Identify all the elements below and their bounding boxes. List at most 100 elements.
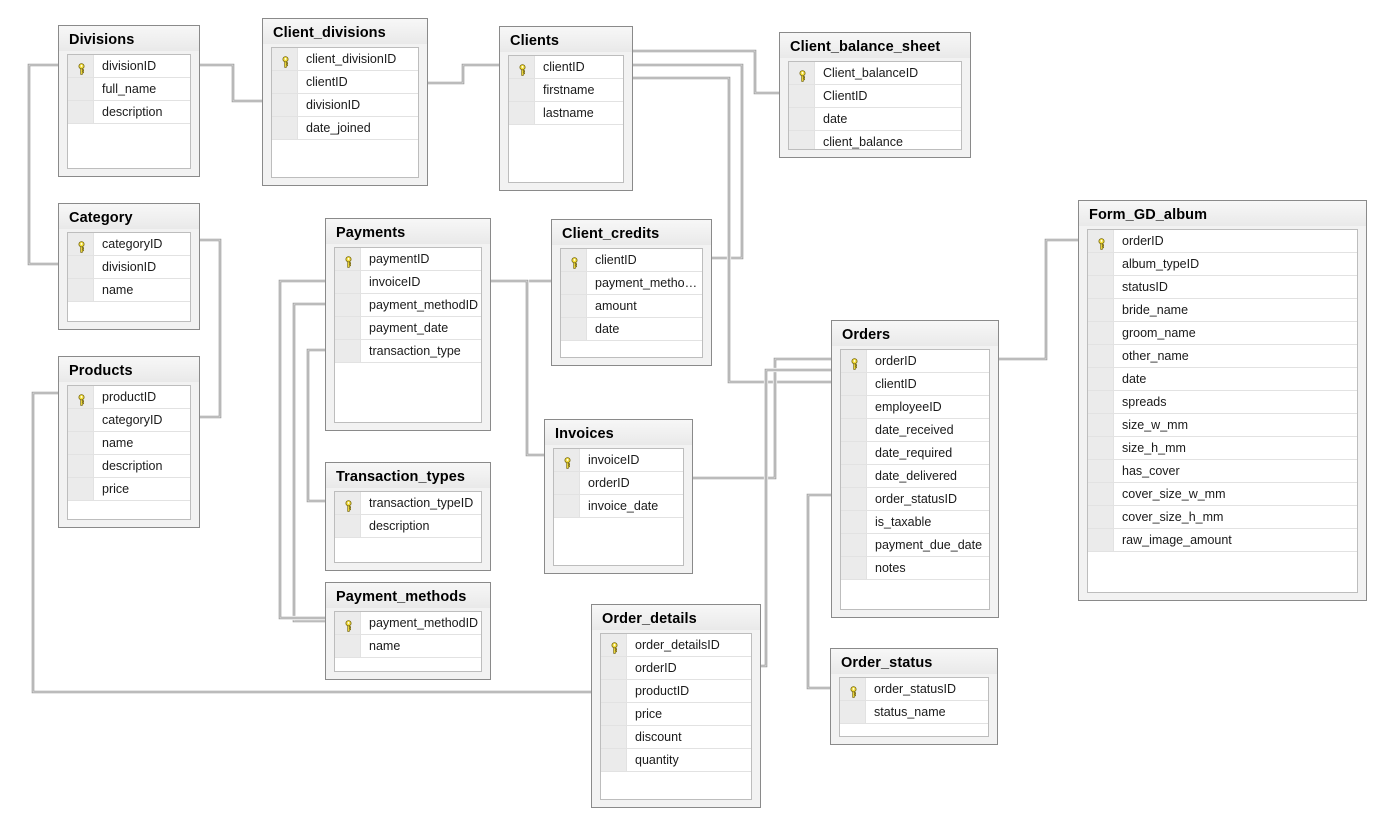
field-row[interactable]: transaction_type: [335, 340, 481, 363]
field-row[interactable]: transaction_typeID: [335, 492, 481, 515]
field-row[interactable]: other_name: [1088, 345, 1357, 368]
field-row[interactable]: employeeID: [841, 396, 989, 419]
table-title-payments: Payments: [326, 219, 490, 244]
field-row[interactable]: clientID: [841, 373, 989, 396]
field-row[interactable]: client_divisionID: [272, 48, 418, 71]
field-gutter: [68, 409, 94, 431]
field-row[interactable]: full_name: [68, 78, 190, 101]
field-row[interactable]: order_statusID: [840, 678, 988, 701]
field-row[interactable]: cover_size_h_mm: [1088, 506, 1357, 529]
field-row[interactable]: categoryID: [68, 233, 190, 256]
field-row[interactable]: groom_name: [1088, 322, 1357, 345]
field-row[interactable]: spreads: [1088, 391, 1357, 414]
field-name: payment_methodID: [595, 276, 702, 290]
field-row[interactable]: name: [68, 279, 190, 302]
field-row[interactable]: discount: [601, 726, 751, 749]
field-row[interactable]: price: [68, 478, 190, 501]
field-row[interactable]: clientID: [272, 71, 418, 94]
field-row[interactable]: paymentID: [335, 248, 481, 271]
field-row[interactable]: notes: [841, 557, 989, 580]
field-row[interactable]: payment_methodID: [335, 294, 481, 317]
field-row[interactable]: productID: [68, 386, 190, 409]
field-row[interactable]: invoice_date: [554, 495, 683, 518]
field-row[interactable]: date_delivered: [841, 465, 989, 488]
field-row[interactable]: Client_balanceID: [789, 62, 961, 85]
field-row[interactable]: description: [68, 455, 190, 478]
field-name: clientID: [306, 75, 348, 89]
field-name: divisionID: [306, 98, 361, 112]
field-row[interactable]: album_typeID: [1088, 253, 1357, 276]
field-row[interactable]: has_cover: [1088, 460, 1357, 483]
field-row[interactable]: name: [335, 635, 481, 658]
field-name: paymentID: [369, 252, 430, 266]
field-row[interactable]: orderID: [554, 472, 683, 495]
field-row[interactable]: is_taxable: [841, 511, 989, 534]
field-row[interactable]: date_joined: [272, 117, 418, 140]
field-row[interactable]: invoiceID: [554, 449, 683, 472]
field-row[interactable]: price: [601, 703, 751, 726]
field-row[interactable]: name: [68, 432, 190, 455]
field-row[interactable]: date: [561, 318, 702, 341]
field-row[interactable]: orderID: [841, 350, 989, 373]
field-row[interactable]: order_detailsID: [601, 634, 751, 657]
table-empty-space: [601, 772, 751, 799]
field-row[interactable]: divisionID: [272, 94, 418, 117]
field-row[interactable]: payment_date: [335, 317, 481, 340]
field-row[interactable]: date: [789, 108, 961, 131]
field-name: payment_methodID: [369, 298, 479, 312]
field-name: categoryID: [102, 413, 163, 427]
field-row[interactable]: categoryID: [68, 409, 190, 432]
field-row[interactable]: clientID: [509, 56, 623, 79]
field-row[interactable]: payment_due_date: [841, 534, 989, 557]
field-row[interactable]: payment_methodID: [561, 272, 702, 295]
field-row[interactable]: lastname: [509, 102, 623, 125]
field-row[interactable]: status_name: [840, 701, 988, 724]
field-row[interactable]: size_h_mm: [1088, 437, 1357, 460]
field-row[interactable]: size_w_mm: [1088, 414, 1357, 437]
field-row[interactable]: description: [335, 515, 481, 538]
field-row[interactable]: divisionID: [68, 55, 190, 78]
field-row[interactable]: quantity: [601, 749, 751, 772]
field-row[interactable]: payment_methodID: [335, 612, 481, 635]
field-row[interactable]: date: [1088, 368, 1357, 391]
field-row[interactable]: firstname: [509, 79, 623, 102]
field-row[interactable]: order_statusID: [841, 488, 989, 511]
field-row[interactable]: productID: [601, 680, 751, 703]
field-name: employeeID: [875, 400, 942, 414]
field-row[interactable]: date_required: [841, 442, 989, 465]
field-row[interactable]: clientID: [561, 249, 702, 272]
field-name: statusID: [1122, 280, 1168, 294]
field-row[interactable]: ClientID: [789, 85, 961, 108]
field-row[interactable]: orderID: [601, 657, 751, 680]
field-row[interactable]: description: [68, 101, 190, 124]
field-row[interactable]: cover_size_w_mm: [1088, 483, 1357, 506]
field-name: Client_balanceID: [823, 66, 919, 80]
field-row[interactable]: bride_name: [1088, 299, 1357, 322]
field-row[interactable]: orderID: [1088, 230, 1357, 253]
field-row[interactable]: amount: [561, 295, 702, 318]
table-empty-space: [68, 302, 190, 321]
table-payments[interactable]: Payments paymentID invoiceID payment_method…: [325, 218, 491, 431]
field-row[interactable]: raw_image_amount: [1088, 529, 1357, 552]
field-row[interactable]: invoiceID: [335, 271, 481, 294]
field-row[interactable]: client_balance: [789, 131, 961, 149]
field-row[interactable]: date_received: [841, 419, 989, 442]
field-row[interactable]: divisionID: [68, 256, 190, 279]
field-row[interactable]: statusID: [1088, 276, 1357, 299]
field-name: productID: [635, 684, 690, 698]
